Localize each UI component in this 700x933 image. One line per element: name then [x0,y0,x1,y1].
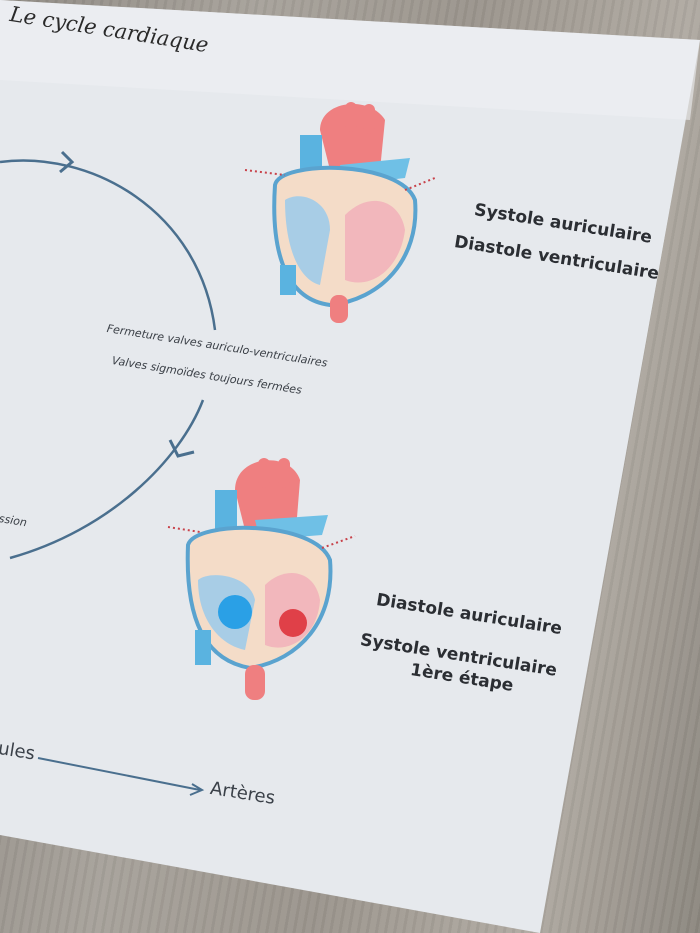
cycle-arc-bottom [9,399,205,560]
flow-arrow [37,757,201,791]
red-ventricle-marker [279,609,307,637]
heart-illustration-bottom [167,458,356,700]
cycle-arc-top [0,159,217,331]
arrowhead-icon [168,439,195,458]
heart-illustration-top [244,102,436,323]
arrowhead-icon [59,150,75,174]
blue-ventricle-marker [218,595,252,629]
